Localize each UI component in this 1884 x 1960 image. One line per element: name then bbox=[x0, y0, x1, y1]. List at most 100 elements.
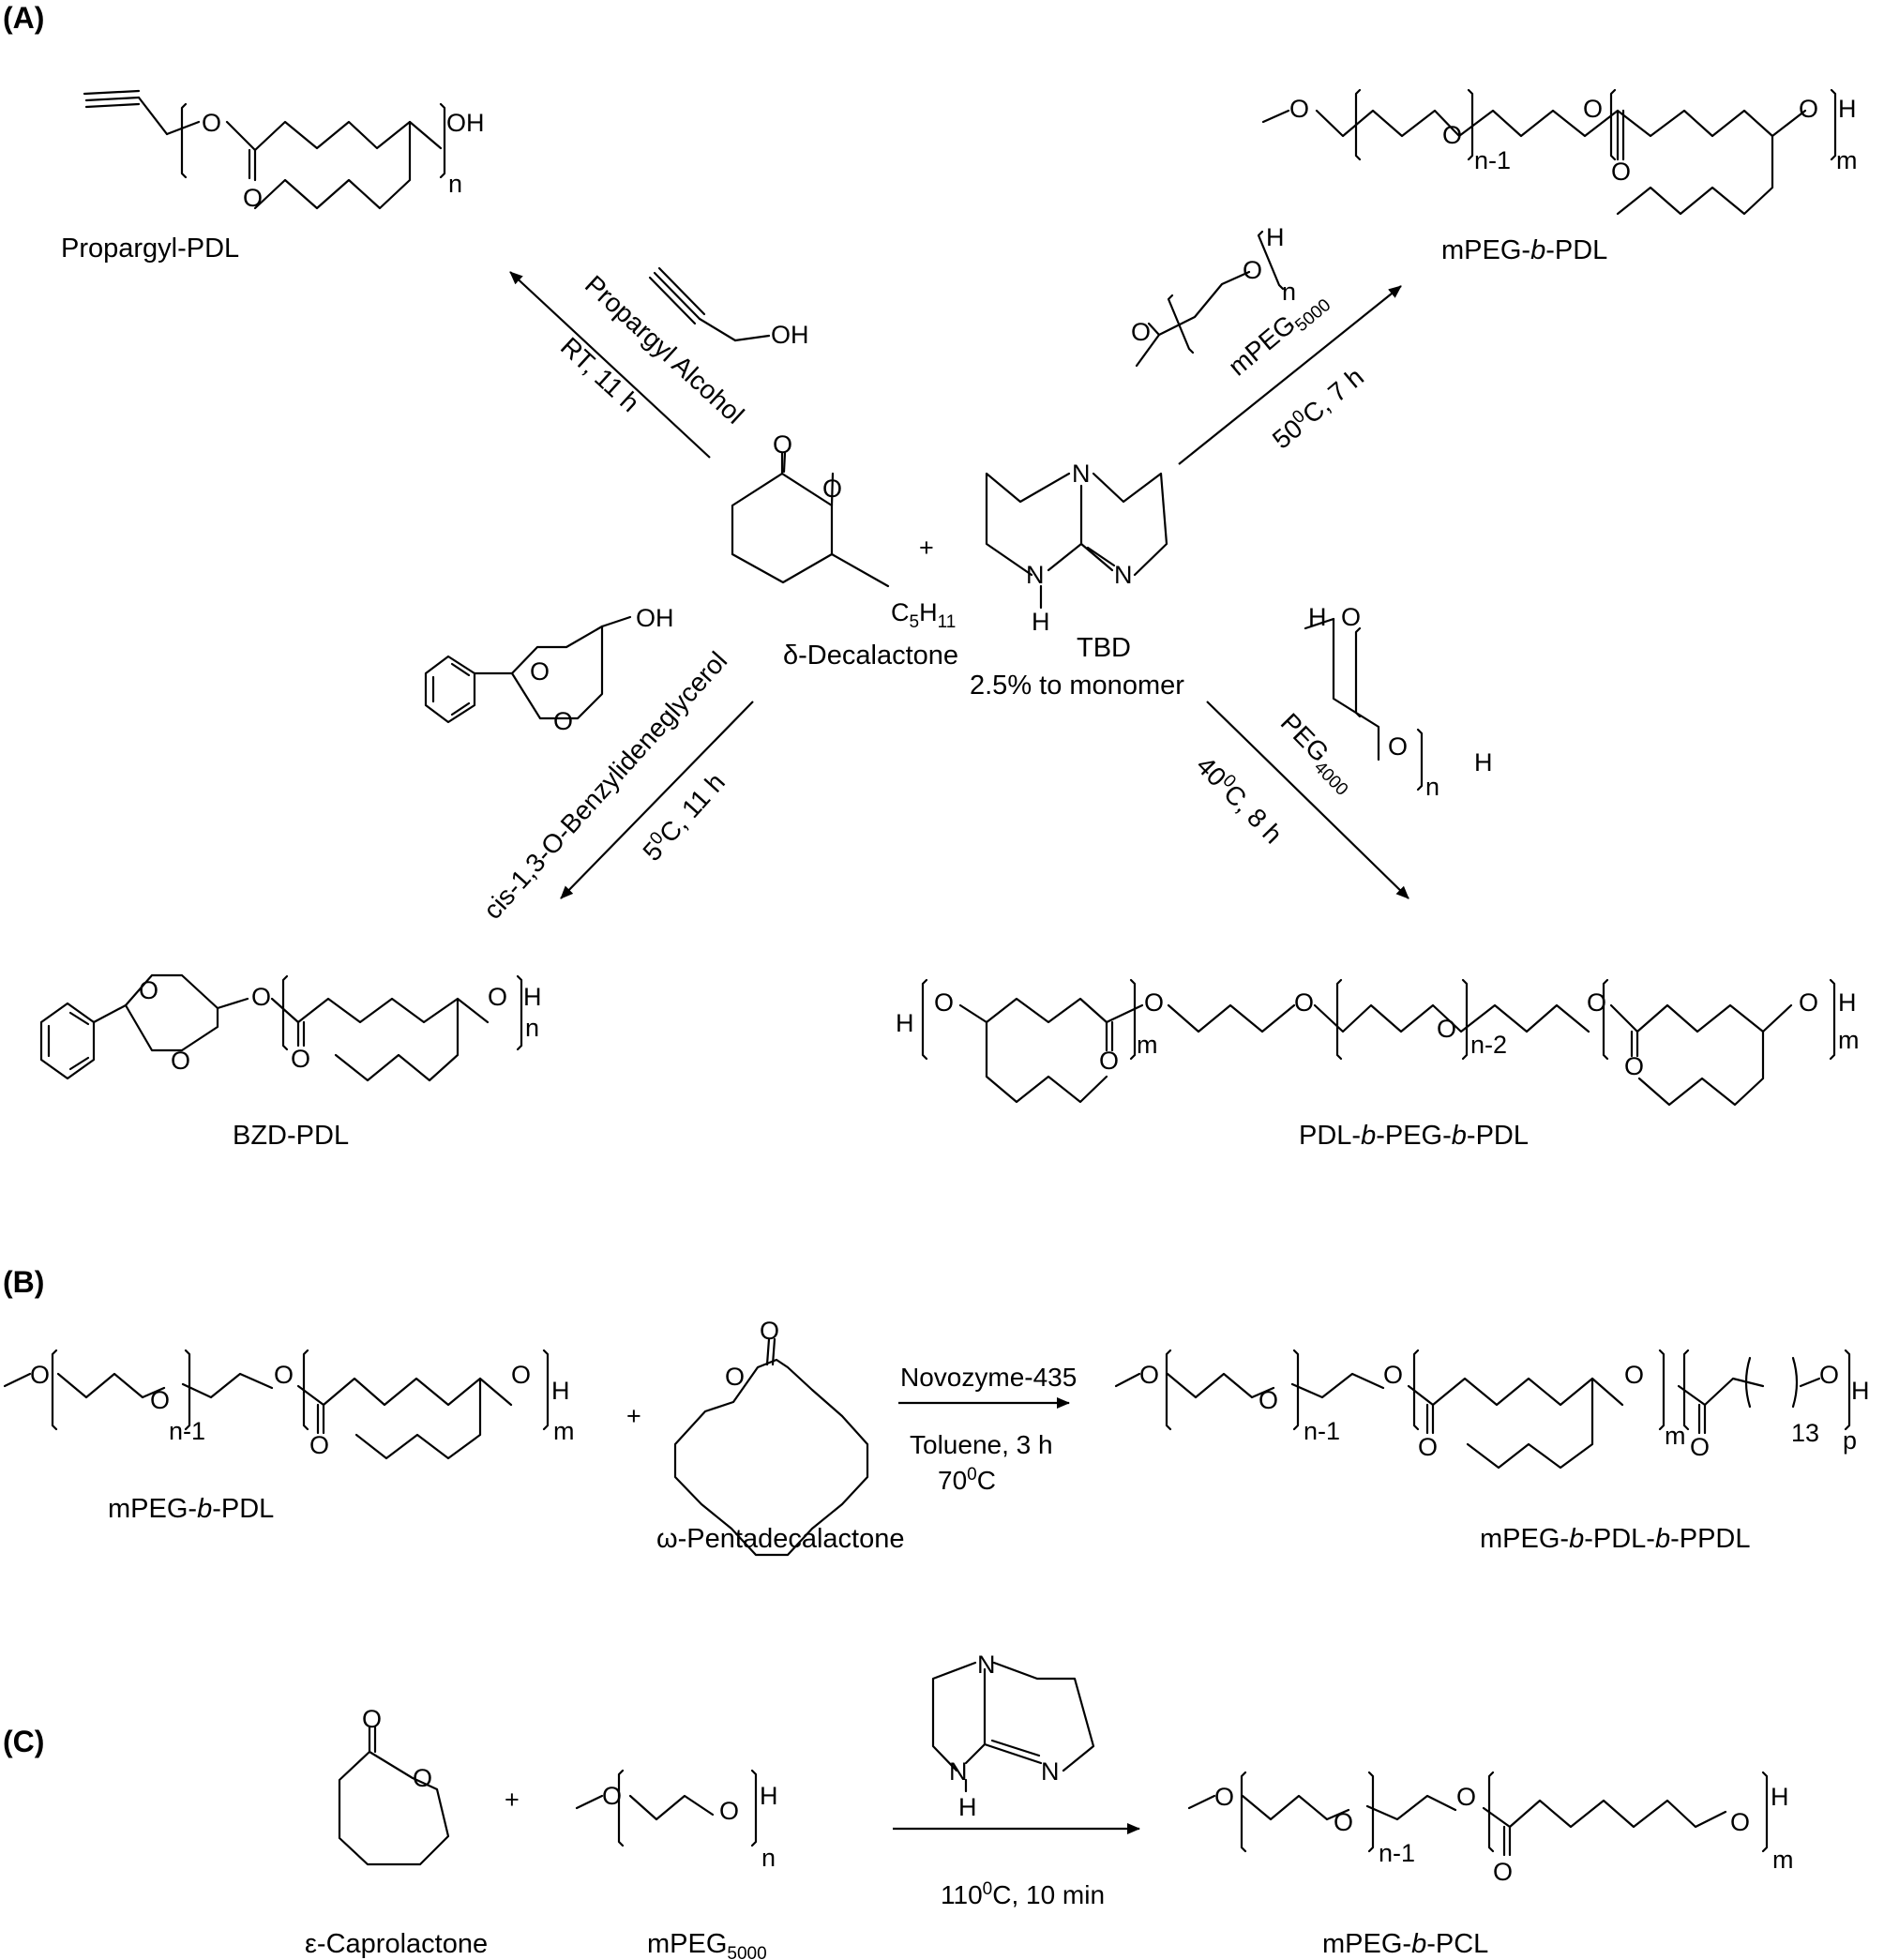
propargyl-alcohol-structure bbox=[648, 266, 771, 342]
caprolactone-structure bbox=[338, 1726, 450, 1866]
tri-h1: H bbox=[896, 1009, 914, 1037]
c-p-n1: n-1 bbox=[1379, 1839, 1415, 1867]
product-pdl-b-peg-b-pdl: PDL-b-PEG-b-PDL bbox=[1299, 1121, 1529, 1151]
product-mpeg-b-pdl: mPEG-b-PDL bbox=[1441, 235, 1607, 265]
b-solvent: Toluene, 3 h bbox=[910, 1430, 1053, 1459]
bzd-pdl-o2: O bbox=[171, 1047, 190, 1075]
b-r1-m: m bbox=[553, 1417, 575, 1445]
b-reactant2-name: ω-Pentadecalactone bbox=[656, 1524, 904, 1554]
b-p-h: H bbox=[1851, 1377, 1870, 1405]
c-p-o2: O bbox=[1334, 1808, 1353, 1836]
b-product-name: mPEG-b-PDL-b-PPDL bbox=[1480, 1524, 1751, 1554]
cap-carbonyl-o: O bbox=[362, 1705, 382, 1733]
bzg-reagent-o1: O bbox=[530, 657, 550, 686]
tri-m1: m bbox=[1137, 1031, 1158, 1059]
b-p-carbonyl-o1: O bbox=[1418, 1433, 1438, 1461]
mpeg-reagent-n: n bbox=[1282, 278, 1296, 306]
panel-c-label: (C) bbox=[3, 1725, 44, 1758]
tri-m2: m bbox=[1838, 1026, 1860, 1054]
bzd-pdl-o1: O bbox=[139, 976, 158, 1004]
peg-reagent-o2: O bbox=[1388, 732, 1408, 761]
condition-benzylidene: 50C, 11 h bbox=[637, 767, 731, 867]
reagent-peg4000: PEG4000 bbox=[1271, 708, 1362, 800]
c-p-carbonyl-o: O bbox=[1493, 1858, 1513, 1886]
catalyst-loading: 2.5% to monomer bbox=[970, 671, 1184, 701]
bzd-pdl-o3: O bbox=[251, 983, 271, 1011]
b-p-o2: O bbox=[1259, 1386, 1278, 1414]
mpeg-reagent-h: H bbox=[1266, 223, 1285, 251]
c-mpeg-o2: O bbox=[719, 1797, 739, 1825]
c-mpeg-h: H bbox=[760, 1782, 778, 1810]
b-p-o5: O bbox=[1819, 1361, 1839, 1389]
b-r1-o4: O bbox=[511, 1361, 531, 1389]
arrow-peg bbox=[1206, 701, 1409, 899]
panel-b-label: (B) bbox=[3, 1265, 44, 1299]
product-bzd-pdl: BZD-PDL bbox=[233, 1121, 349, 1151]
mpeg-reagent-o1: O bbox=[1131, 318, 1151, 346]
c-tbd-n-top: N bbox=[977, 1651, 996, 1679]
arrow-mpeg bbox=[1178, 285, 1402, 465]
tri-o5: O bbox=[1587, 988, 1606, 1017]
mpeg-b-pdl-n1: n-1 bbox=[1474, 146, 1511, 174]
peg-reagent-h2: H bbox=[1474, 748, 1493, 776]
c-p-m: m bbox=[1772, 1846, 1794, 1874]
tbd-n-top: N bbox=[1072, 460, 1091, 488]
c-p-o1: O bbox=[1214, 1783, 1234, 1811]
mpeg-b-pdl-o2: O bbox=[1442, 121, 1462, 149]
catalyst-name: TBD bbox=[1077, 633, 1131, 663]
tbd-h: H bbox=[1032, 608, 1050, 636]
c-plus: + bbox=[505, 1786, 520, 1814]
c-tbd-nh-n: N bbox=[949, 1757, 968, 1786]
tri-n2: n-2 bbox=[1470, 1031, 1507, 1059]
tri-o6: O bbox=[1799, 988, 1818, 1017]
bzd-pdl-structure bbox=[39, 973, 523, 1082]
b-r1-o1: O bbox=[30, 1361, 50, 1389]
cap-ring-o: O bbox=[413, 1764, 432, 1792]
lactone-ring-o: O bbox=[822, 475, 842, 503]
b-p-n1: n-1 bbox=[1304, 1417, 1340, 1445]
condition-propargyl: RT, 11 h bbox=[555, 332, 645, 418]
peg-reagent-o1: O bbox=[1341, 603, 1361, 631]
propargyl-pdl-n: n bbox=[448, 170, 462, 198]
tbd-nh-n: N bbox=[1026, 561, 1045, 589]
c-p-o3: O bbox=[1456, 1783, 1476, 1811]
bzd-pdl-o4: O bbox=[488, 983, 507, 1011]
b-plus: + bbox=[626, 1402, 641, 1430]
peg4000-reagent-structure bbox=[1304, 617, 1424, 792]
propargyl-pdl-carbonyl-o: O bbox=[243, 184, 263, 212]
b-p-o1: O bbox=[1139, 1361, 1159, 1389]
product-propargyl-pdl: Propargyl-PDL bbox=[61, 234, 239, 264]
condition-peg: 400C, 8 h bbox=[1191, 750, 1289, 850]
pdl-lactone-ring-o: O bbox=[725, 1363, 745, 1391]
tri-o2: O bbox=[1144, 988, 1164, 1017]
b-temp: 700C bbox=[938, 1465, 996, 1495]
propargyl-pdl-ester-o: O bbox=[202, 109, 221, 137]
panel-a-label: (A) bbox=[3, 1, 44, 35]
bzg-reagent-o2: O bbox=[553, 707, 573, 735]
propargyl-pdl-oh: OH bbox=[446, 109, 485, 137]
pentadecalactone-structure bbox=[673, 1337, 869, 1557]
tri-carbonyl-o1: O bbox=[1099, 1047, 1119, 1075]
b-r1-h: H bbox=[551, 1377, 570, 1405]
mpeg-reagent-o2: O bbox=[1243, 256, 1262, 284]
c-reactant2-name: mPEG5000 bbox=[647, 1929, 767, 1960]
b-p-13: 13 bbox=[1791, 1419, 1819, 1447]
mpeg-b-pdl-o3: O bbox=[1583, 95, 1603, 123]
benzylideneglycerol-reagent-structure bbox=[424, 615, 632, 724]
pentyl-substituent: C5H11 bbox=[891, 598, 956, 632]
mpeg-b-pdl-h: H bbox=[1838, 95, 1857, 123]
propargyl-alcohol-oh: OH bbox=[771, 321, 809, 349]
arrow-propargyl bbox=[509, 271, 711, 459]
peg-reagent-h1: H bbox=[1308, 603, 1327, 631]
mpeg-b-pdl-structure bbox=[1261, 88, 1837, 216]
c-p-o4: O bbox=[1730, 1808, 1750, 1836]
b-p-o4: O bbox=[1624, 1361, 1644, 1389]
tbd-imine-n: N bbox=[1114, 561, 1133, 589]
bzg-reagent-oh: OH bbox=[636, 604, 674, 632]
condition-mpeg: 500C, 7 h bbox=[1266, 361, 1369, 454]
tri-carbonyl-o2: O bbox=[1624, 1052, 1644, 1080]
b-r1-n1: n-1 bbox=[169, 1417, 205, 1445]
tri-o1: O bbox=[934, 988, 954, 1017]
b-r1-o2: O bbox=[150, 1386, 170, 1414]
